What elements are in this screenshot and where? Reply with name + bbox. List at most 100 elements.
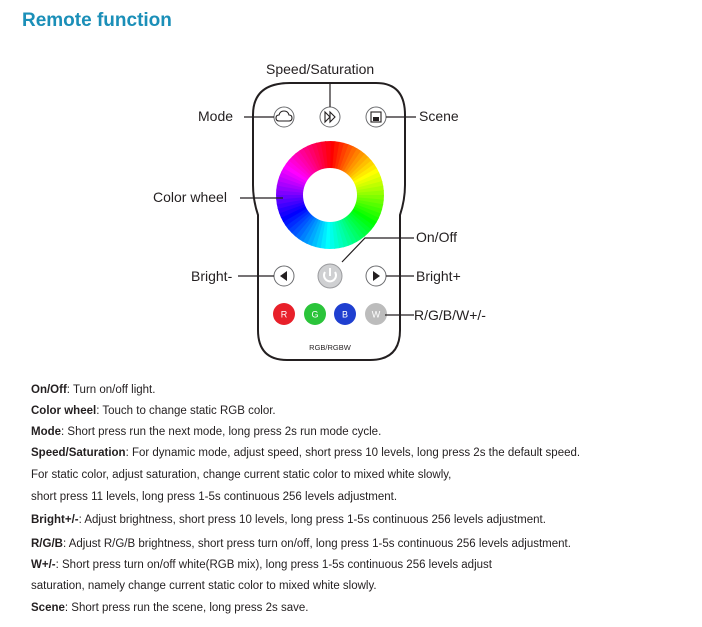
color-wheel-segment[interactable] — [330, 141, 336, 171]
color-wheel-segment[interactable] — [325, 141, 331, 171]
color-wheel-segment[interactable] — [291, 153, 315, 178]
desc-w: W+/-: Short press turn on/off white(RGB … — [31, 559, 492, 571]
onoff-callout: On/Off — [416, 229, 457, 245]
color-wheel-segment[interactable] — [276, 189, 306, 195]
color-wheel-segment[interactable] — [346, 153, 369, 178]
power-icon — [323, 268, 337, 283]
color-wheel-segment[interactable] — [342, 215, 361, 243]
color-wheel-segment[interactable] — [354, 181, 384, 191]
color-wheel-segment[interactable] — [348, 209, 375, 231]
onoff-button[interactable] — [317, 263, 343, 289]
color-wheel-segment[interactable] — [288, 156, 313, 179]
color-wheel-segment[interactable] — [342, 148, 362, 175]
color-wheel-segment[interactable] — [282, 207, 310, 226]
color-wheel-segment[interactable] — [288, 210, 313, 234]
color-wheel-segment[interactable] — [285, 209, 311, 230]
color-wheel-segment[interactable] — [347, 211, 372, 234]
color-wheel-segment[interactable] — [352, 172, 381, 187]
color-wheel[interactable] — [276, 141, 384, 249]
color-wheel-segment[interactable] — [277, 201, 307, 214]
color-wheel-segment[interactable] — [291, 212, 314, 237]
bright-minus-callout: Bright- — [191, 268, 233, 284]
color-button-label: R — [281, 310, 288, 320]
color-wheel-segment[interactable] — [354, 199, 384, 210]
color-wheel-segment[interactable] — [340, 216, 357, 245]
color-wheel-segment[interactable] — [280, 205, 309, 222]
color-wheel-segment[interactable] — [336, 218, 349, 248]
color-wheel-segment[interactable] — [338, 144, 354, 173]
color-wheel-segment[interactable] — [345, 212, 369, 237]
color-wheel-segment[interactable] — [299, 147, 318, 175]
color-wheel-segment[interactable] — [334, 219, 344, 249]
desc-speed: Speed/Saturation: For dynamic mode, adju… — [31, 447, 581, 459]
bright-plus-callout: Bright+ — [416, 268, 461, 284]
color-wheel-center — [303, 168, 357, 222]
color-wheel-segment[interactable] — [324, 219, 330, 249]
color-wheel-segment[interactable] — [353, 176, 383, 189]
color-wheel-segment[interactable] — [334, 141, 345, 171]
color-wheel-segment[interactable] — [311, 142, 324, 172]
color-wheel-segment[interactable] — [276, 180, 306, 191]
color-wheel-segment[interactable] — [336, 142, 350, 172]
color-wheel-segment[interactable] — [347, 156, 372, 180]
color-wheel-segment[interactable] — [283, 163, 310, 183]
color-button-label: B — [342, 310, 348, 320]
bright-plus-button[interactable] — [365, 265, 387, 287]
bright-minus-button[interactable] — [273, 265, 295, 287]
color-wheel-segment[interactable] — [349, 160, 375, 181]
color-button-g[interactable]: G — [304, 303, 326, 325]
desc-speed-line3: short press 11 levels, long press 1-5s c… — [31, 491, 398, 503]
desc-rgb: R/G/B: Adjust R/G/B brightness, short pr… — [31, 538, 571, 550]
color-wheel-segment[interactable] — [285, 159, 312, 181]
color-wheel-segment[interactable] — [276, 199, 306, 209]
color-button-b[interactable]: B — [334, 303, 356, 325]
color-wheel-segment[interactable] — [303, 145, 320, 174]
color-wheel-segment[interactable] — [295, 150, 316, 176]
desc-w-line2: saturation, namely change current static… — [31, 580, 377, 592]
color-button-label: W — [372, 310, 381, 320]
color-button-r[interactable]: R — [273, 303, 295, 325]
desc-scene: Scene: Short press run the scene, long p… — [31, 602, 309, 614]
rgbw-callout: R/G/B/W+/- — [414, 307, 486, 323]
color-wheel-segment[interactable] — [310, 218, 324, 248]
scene-button[interactable] — [365, 106, 387, 128]
color-wheel-segment[interactable] — [294, 213, 316, 240]
desc-color-wheel: Color wheel: Touch to change static RGB … — [31, 405, 276, 417]
color-wheel-segment[interactable] — [277, 175, 307, 189]
color-wheel-segment[interactable] — [344, 214, 365, 240]
speed-saturation-callout: Speed/Saturation — [266, 61, 375, 77]
color-wheel-segment[interactable] — [340, 146, 358, 174]
mode-button[interactable] — [273, 106, 295, 128]
color-wheel-segment[interactable] — [354, 197, 384, 206]
color-wheel-segment[interactable] — [353, 201, 383, 215]
color-wheel-segment[interactable] — [332, 141, 341, 171]
cloud-icon — [275, 110, 293, 122]
color-wheel-segment[interactable] — [351, 168, 380, 185]
color-wheel-segment[interactable] — [338, 217, 353, 246]
color-wheel-segment[interactable] — [279, 171, 308, 187]
color-wheel-segment[interactable] — [344, 150, 366, 177]
color-wheel-segment[interactable] — [350, 207, 377, 227]
color-wheel-segment[interactable] — [316, 141, 326, 171]
desc-bright: Bright+/-: Adjust brightness, short pres… — [31, 514, 546, 526]
color-button-w[interactable]: W — [365, 303, 387, 325]
color-wheel-segment[interactable] — [352, 203, 381, 219]
color-wheel-segment[interactable] — [354, 195, 384, 201]
color-wheel-segment[interactable] — [279, 203, 308, 218]
color-wheel-segment[interactable] — [329, 219, 335, 249]
color-wheel-segment[interactable] — [319, 219, 328, 249]
color-wheel-segment[interactable] — [298, 215, 318, 242]
color-wheel-segment[interactable] — [306, 217, 322, 246]
color-wheel-segment[interactable] — [315, 219, 326, 249]
color-wheel-segment[interactable] — [281, 167, 309, 185]
scene-callout: Scene — [419, 108, 459, 124]
color-wheel-segment[interactable] — [350, 164, 378, 183]
speed-saturation-button[interactable] — [319, 106, 341, 128]
color-wheel-segment[interactable] — [276, 194, 306, 200]
color-wheel-segment[interactable] — [351, 205, 379, 223]
color-wheel-segment[interactable] — [276, 184, 306, 193]
color-wheel-segment[interactable] — [354, 190, 384, 196]
color-wheel-segment[interactable] — [302, 216, 320, 244]
color-wheel-segment[interactable] — [307, 144, 322, 173]
